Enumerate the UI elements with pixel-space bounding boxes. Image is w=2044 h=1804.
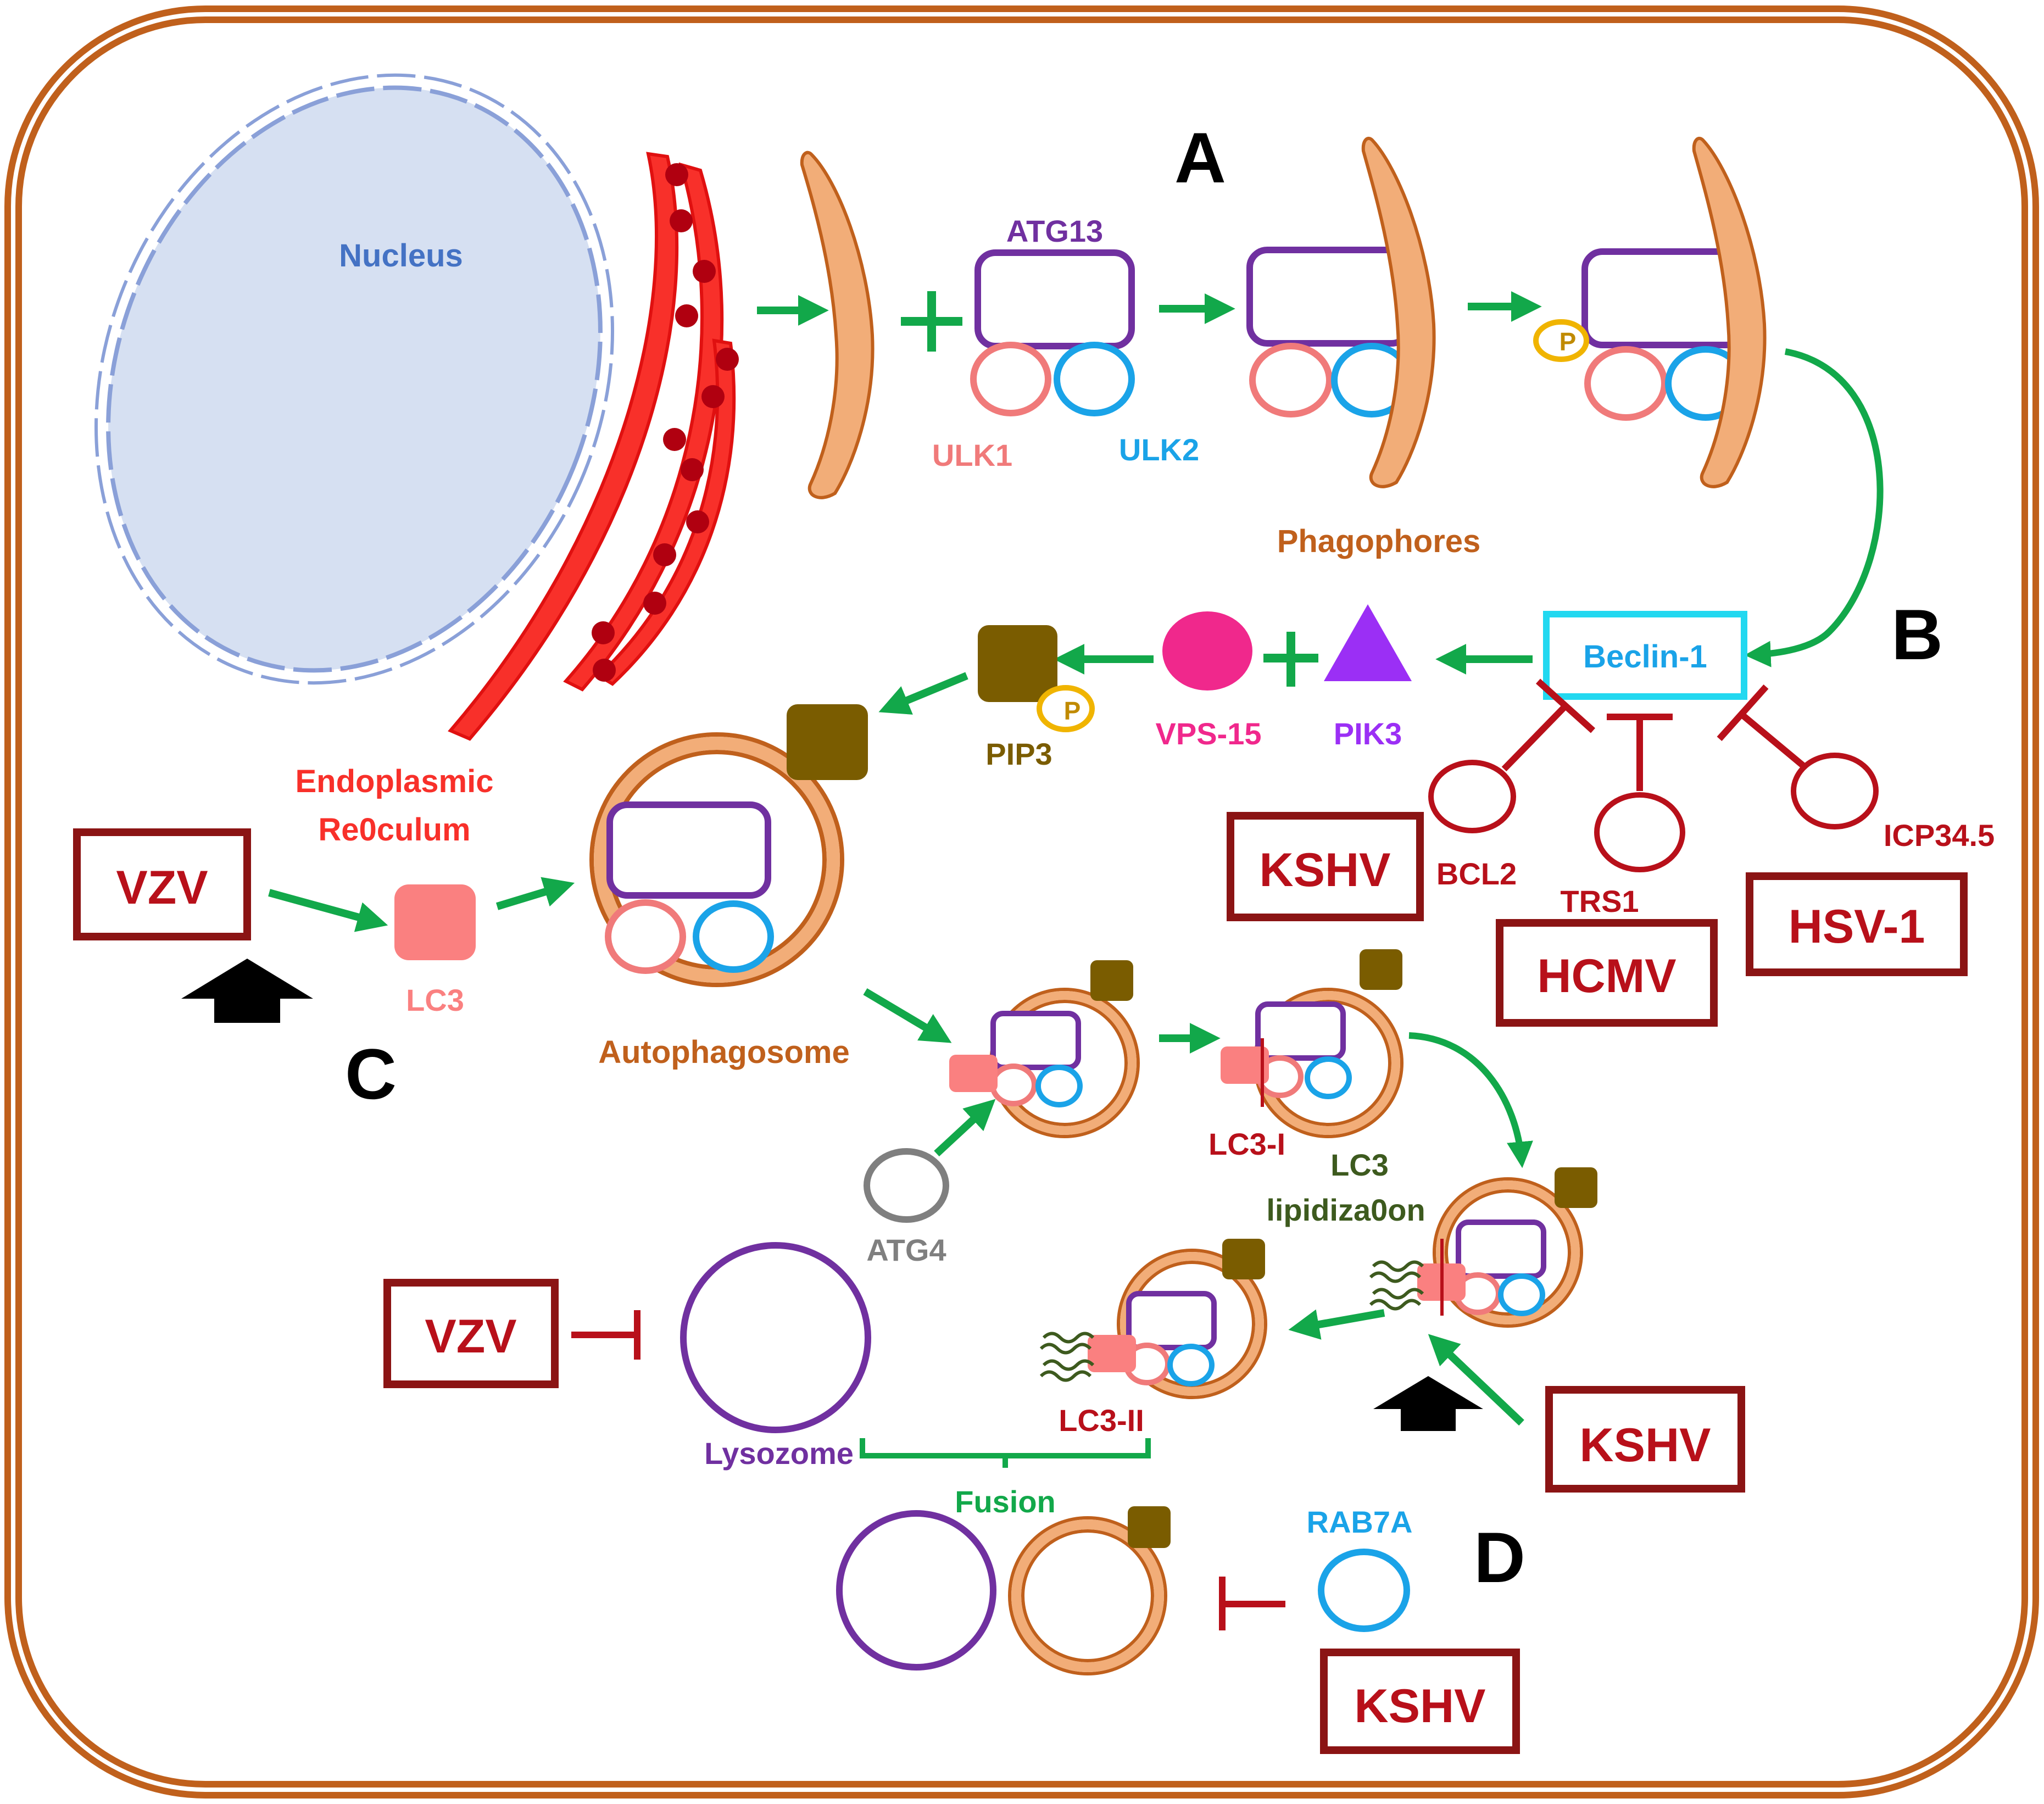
autophagosome-label: Autophagosome (598, 1034, 850, 1070)
phagophore-complex-2 (1246, 136, 1436, 488)
section-label-c: C (345, 1034, 397, 1114)
vps15-label: VPS-15 (1156, 716, 1262, 751)
atg13-label: ATG13 (1006, 214, 1103, 248)
lc3ii-label: LC3-II (1059, 1403, 1144, 1438)
trs1-inhibitor: TRS1 (1560, 714, 1685, 918)
beclin-1: Beclin-1 (1543, 611, 1747, 700)
er-label-line1: Endoplasmic (296, 764, 494, 799)
nucleus: Nucleus (94, 73, 615, 685)
cell-membrane-outer (4, 5, 2039, 1799)
pik3-label: PIK3 (1334, 716, 1402, 751)
lysozome-label: Lysozome (704, 1436, 854, 1471)
plus-sign-1 (901, 291, 962, 352)
icp345-label: ICP34.5 (1884, 818, 1995, 853)
beclin-label: Beclin-1 (1583, 639, 1707, 675)
phospho-label-1: P (1560, 327, 1577, 356)
phospho-group-1 (1533, 319, 1589, 362)
section-label-d: D (1474, 1517, 1525, 1597)
nucleus-label: Nucleus (339, 238, 463, 274)
icp345-inhibitor: ICP34.5 (1717, 684, 1995, 853)
phagophore-complex-3: P (1533, 136, 1767, 488)
arrow-vzv-to-lc3 (268, 889, 388, 932)
inhibition-rab7a-fusion (1219, 1577, 1285, 1630)
arrow-to-lipidation (1408, 1032, 1533, 1168)
rab7a-circle (1318, 1549, 1410, 1632)
autophagosome-small-3 (1369, 1167, 1597, 1328)
virus-box-vzv-bottom: VZV (383, 1279, 559, 1388)
atg13-complex: ATG13 ULK1 ULK2 (932, 214, 1199, 472)
virus-label-hcmv: HCMV (1537, 950, 1676, 1003)
arrow-pip3-to-autophagosome (878, 672, 968, 715)
autophagosome-small-4: LC3-II (1039, 1239, 1267, 1438)
lipid-tails-2 (1039, 1332, 1095, 1382)
upregulation-arrow-2 (1373, 1376, 1483, 1431)
lc3-square (394, 884, 476, 960)
cell-membrane-inner (15, 16, 2028, 1788)
arrow-to-beclin (1744, 348, 1884, 667)
phospho-label-2: P (1064, 697, 1081, 725)
lc3-label: LC3 (406, 983, 464, 1017)
section-label-b: B (1891, 594, 1943, 675)
phagophore-1 (800, 151, 875, 499)
lc3-lipidation-label-line1: LC3 (1330, 1148, 1389, 1182)
er-label-line2: Re0culum (318, 812, 470, 848)
arrow-lc3-to-autophagosome (495, 877, 575, 910)
virus-box-hcmv: HCMV (1496, 919, 1718, 1027)
trs1-label: TRS1 (1560, 884, 1639, 918)
bcl2-inhibitor: BCL2 (1428, 678, 1596, 891)
virus-box-hsv1: HSV-1 (1746, 872, 1968, 976)
virus-label-vzv-bottom: VZV (425, 1310, 516, 1363)
virus-box-vzv-top: VZV (73, 828, 251, 940)
upregulation-arrow-1 (181, 959, 313, 1023)
ulk2-label: ULK2 (1119, 432, 1199, 467)
pik3-triangle (1324, 604, 1412, 681)
fusion-label: Fusion (955, 1484, 1056, 1519)
lc3i-label: LC3-I (1208, 1127, 1285, 1161)
pip3: P PIP3 (978, 625, 1095, 771)
pip3-label: PIP3 (985, 737, 1052, 771)
virus-box-kshv-bottom: KSHV (1320, 1649, 1520, 1754)
autophagosome: Autophagosome (589, 704, 868, 1070)
virus-label-hsv1: HSV-1 (1789, 900, 1925, 953)
inhibition-vzv-lysosome (571, 1310, 641, 1360)
virus-label-kshv-bottom: KSHV (1355, 1680, 1486, 1733)
phagophores-label: Phagophores (1277, 524, 1481, 559)
arrow-kshv-to-lipidation (1428, 1334, 1524, 1426)
fusion-lysosome (836, 1510, 996, 1671)
virus-box-kshv-b: KSHV (1227, 812, 1424, 921)
virus-label-kshv-mid: KSHV (1580, 1419, 1711, 1472)
endoplasmic-reticulum: Endoplasmic Re0culum (296, 152, 739, 848)
autophagosome-small-2: LC3-I (1208, 949, 1403, 1161)
atg4-circle (864, 1148, 949, 1223)
rab7a-label: RAB7A (1307, 1505, 1413, 1539)
vps15-ellipse (1162, 611, 1252, 691)
virus-box-kshv-mid: KSHV (1545, 1386, 1745, 1493)
arrow-lipidation-to-lc3ii (1288, 1309, 1385, 1340)
lipid-tails-1 (1369, 1260, 1424, 1311)
autophagosome-small-1 (949, 960, 1140, 1138)
arrow-to-small-autophagosome (863, 988, 952, 1043)
lysosome (680, 1242, 871, 1433)
arrow-atg4-to-autophagosome (934, 1099, 996, 1157)
virus-label-vzv-top: VZV (116, 861, 208, 914)
fusion-bracket (860, 1438, 1151, 1468)
lc3-lipidation-label-line2: lipidiza0on (1266, 1193, 1425, 1227)
phospho-group-2 (1037, 685, 1095, 732)
bcl2-label: BCL2 (1436, 856, 1517, 891)
ulk1-label: ULK1 (932, 438, 1012, 472)
atg4-label: ATG4 (866, 1233, 946, 1267)
section-label-a: A (1174, 118, 1226, 198)
plus-sign-2 (1263, 632, 1318, 687)
fusion-autophagosome (1008, 1506, 1171, 1675)
virus-label-kshv-b: KSHV (1260, 844, 1391, 897)
